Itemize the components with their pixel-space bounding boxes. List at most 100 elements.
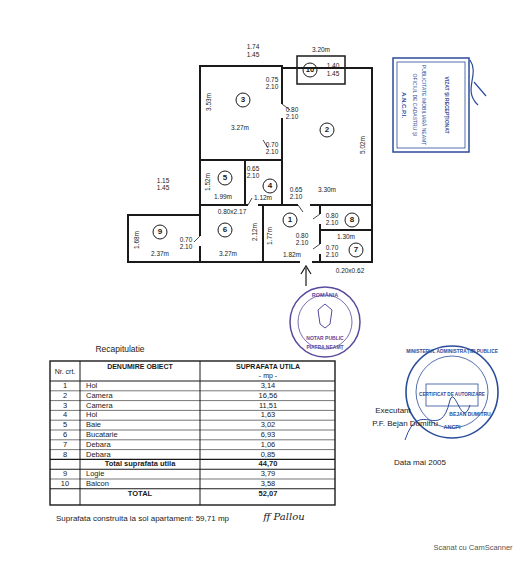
dimension: 1.40 — [327, 63, 340, 70]
table-cell: DENUMIRE OBIECT — [107, 363, 173, 370]
dimension: 1.77m — [267, 227, 274, 245]
table-cell: 3 — [63, 402, 67, 410]
dimension: 5.02m — [360, 136, 367, 154]
note-text: ff Pallou — [263, 512, 304, 522]
dimension: 1.68m — [134, 231, 141, 249]
table-cell: 10 — [61, 480, 69, 488]
dimension: 1.52m — [205, 173, 212, 191]
table-cell: 3,02 — [261, 421, 276, 429]
dimension: 1.99m — [214, 194, 232, 201]
table-cell: 5 — [63, 421, 67, 429]
stamp-text: ROMÂNIA — [312, 293, 338, 299]
dimension: 1.30m — [337, 234, 355, 241]
room-number: 7 — [354, 246, 358, 254]
stamp-text: PUBLICITATE IMOBILIARĂ NEAMŢ — [421, 65, 426, 145]
table-cell: 0,85 — [261, 451, 276, 459]
table-cell: Bucatarie — [86, 431, 118, 439]
stamp-text: MINISTERUL ADMINISTRAŢIEI PUBLICE — [406, 350, 498, 355]
dimension: 3.20m — [312, 47, 330, 54]
dimension: 2.10 — [266, 84, 279, 91]
dimension: 1.74 — [247, 44, 260, 51]
table-cell: 7 — [63, 441, 67, 449]
dimension: 3.27m — [219, 251, 237, 258]
stamp-text: ANCPI — [443, 425, 460, 431]
dimension: 0.65 — [247, 166, 260, 173]
dimension: 3.30m — [318, 187, 336, 194]
note-text: Data mai 2005 — [394, 459, 446, 467]
stamp-text: NOTAR PUBLIC — [306, 336, 343, 341]
table-cell: 8 — [63, 451, 67, 459]
table-cell: 3,79 — [261, 470, 276, 478]
table-cell: SUPRAFATA UTILA — [236, 363, 300, 370]
dimension: 1.45 — [247, 52, 260, 59]
table-rule — [50, 488, 335, 489]
dimension: 2.10 — [180, 244, 193, 251]
table-cell: TOTAL — [128, 490, 152, 498]
dimension: 1.45 — [327, 71, 340, 78]
room-number: 2 — [325, 126, 329, 134]
table-cell: 3,14 — [261, 382, 276, 390]
table-cell: 6,93 — [261, 431, 276, 439]
dimension: 2.10 — [286, 114, 299, 121]
table-cell: Logie — [86, 470, 104, 478]
table-cell: Total suprafata utila — [105, 461, 176, 469]
stamp-text: VIZAT ŞI RECEPŢIONAT — [444, 76, 449, 133]
dimension: 0.75 — [266, 77, 279, 84]
dimension: 2.10 — [290, 194, 303, 201]
table-cell: Hol — [86, 382, 97, 390]
dimension: 0.80 — [296, 233, 309, 240]
table-cell: Camera — [86, 392, 113, 400]
dimension: 2.10 — [247, 173, 260, 180]
table-cell: Hol — [86, 412, 97, 420]
note-text: Suprafata construita la sol apartament: … — [56, 515, 229, 523]
table-rule — [50, 459, 335, 460]
table-cell: 3,58 — [261, 480, 276, 488]
stamp-text: PIATRA NEAMŢ — [306, 345, 343, 350]
table-cell: Balcon — [86, 480, 109, 488]
dimension: 0.80x2.17 — [218, 209, 247, 216]
table-cell: Camera — [86, 402, 113, 410]
dimension: 0.80 — [286, 107, 299, 114]
dimension: 0.80 — [326, 213, 339, 220]
dimension: 2.10 — [326, 252, 339, 259]
dimension: 2.37m — [151, 251, 169, 258]
room-number: 5 — [223, 174, 227, 182]
table-cell: 2 — [63, 392, 67, 400]
dimension: 1.15 — [157, 178, 170, 185]
table-cell: - mp - — [259, 372, 277, 379]
room-number: 9 — [158, 228, 162, 236]
note-text: Scanat cu CamScanner — [433, 544, 512, 552]
stamp-text: OFICIUL DE CADASTRU ŞI — [412, 74, 417, 137]
table-cell: Recapitulatie — [95, 345, 144, 354]
table-cell: 6 — [63, 431, 67, 439]
table-cell: 1,63 — [261, 412, 276, 420]
note-text: P.F. Bejan Dumitru — [372, 420, 438, 428]
room-number: 3 — [241, 96, 245, 104]
dimension: 2.10 — [296, 240, 309, 247]
dimension: 2.10 — [266, 149, 279, 156]
stamp-text: BEJAN DUMITRU — [449, 412, 490, 417]
table-cell: 1,06 — [261, 441, 276, 449]
dimension: 1.82m — [283, 252, 301, 259]
table-cell: 52,07 — [259, 490, 278, 498]
room-number: 8 — [350, 216, 354, 224]
room-number: 6 — [223, 226, 227, 234]
dimension: 3.53m — [206, 93, 213, 111]
table-cell: 44,70 — [259, 461, 278, 469]
table-cell: 4 — [63, 412, 67, 420]
table-cell: 9 — [63, 470, 67, 478]
dimension: 2.10 — [326, 220, 339, 227]
table-cell: 16,56 — [259, 392, 278, 400]
dimension: 0.65 — [290, 187, 303, 194]
dimension: 1.45 — [157, 185, 170, 192]
dimension: 0.20x0.62 — [336, 268, 365, 275]
room-number: 4 — [268, 182, 272, 190]
table-cell: Debara — [86, 441, 111, 449]
stamp-text: A.N.C.P.I. — [401, 92, 407, 118]
dimension: 0.70 — [326, 245, 339, 252]
room-number: 1 — [288, 216, 292, 224]
dimension: 3.27m — [231, 125, 249, 132]
dimension: 2.12m — [252, 223, 259, 241]
